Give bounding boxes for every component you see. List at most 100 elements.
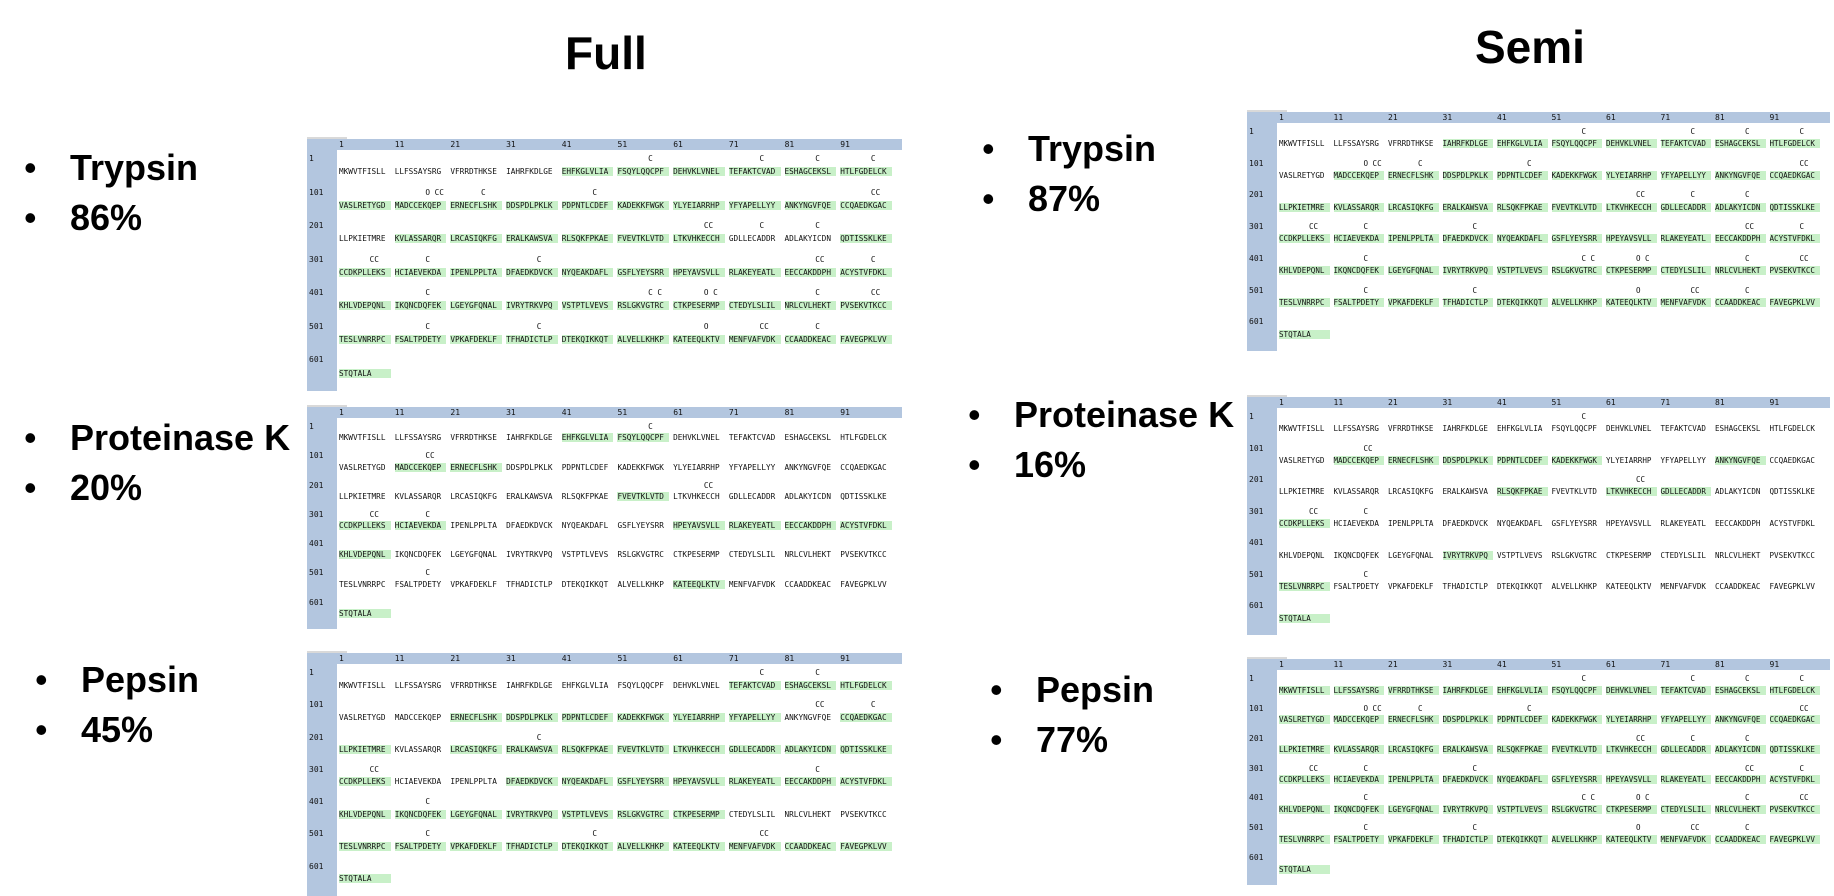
ruler-tick: 41 <box>561 140 572 149</box>
modification-mark: C <box>1363 222 1369 232</box>
ruler-tick: 11 <box>394 140 405 149</box>
modification-mark: C <box>592 187 598 197</box>
residue-group: HCIAEVEKDA <box>1333 234 1384 244</box>
residue-group: NRLCVLHEKT <box>1715 266 1766 276</box>
residue-group: HCIAEVEKDA <box>394 267 447 277</box>
residue-group: IPENLPPLTA <box>450 267 503 277</box>
ruler-tick: 71 <box>1660 398 1671 407</box>
residue-group: KHLVDEPQNL <box>339 301 391 311</box>
residue-group: VFRRDTHKSE <box>1388 685 1439 695</box>
residue-group: ERNECFLSHK <box>450 200 503 210</box>
ruler-tick: 71 <box>728 408 739 417</box>
ruler-tick: 31 <box>1442 113 1453 122</box>
full-pepsin-bullets: Pepsin 45% <box>35 655 199 755</box>
sequence-row: STQTALA <box>339 874 395 884</box>
residue-group: RSLGKVGTRC <box>617 809 670 819</box>
residue-group: DFAEDKDVCK <box>1442 234 1493 244</box>
row-number: 1 <box>1249 412 1254 421</box>
ruler-tick: 91 <box>840 140 850 149</box>
residue-group: HPEYAVSVLL <box>673 777 725 787</box>
residue-group: ESHAGCEKSL <box>784 167 837 177</box>
residue-group: DDSPDLPKLK <box>1442 715 1493 725</box>
residue-group: TESLVNRRPC <box>339 334 391 344</box>
residue-group: FSALTPDETY <box>1333 297 1384 307</box>
sequence-row: STQTALA <box>339 368 395 378</box>
residue-group: CCAADDKEAC <box>1715 582 1761 592</box>
ruler-tick: 91 <box>840 408 850 417</box>
residue-group: IKQNCDQFEK <box>394 550 442 560</box>
row-number-gutter <box>307 664 337 896</box>
residue-group: MKWVTFISLL <box>339 167 386 177</box>
residue-group: CTEDYLSLIL <box>1660 804 1711 814</box>
modification-mark: C <box>1472 285 1478 295</box>
residue-group: GSFLYEYSRR <box>1551 234 1602 244</box>
ruler-tick: 31 <box>506 140 516 149</box>
modification-mark: CC <box>369 509 379 519</box>
residue-group: LLPKIETMRE <box>339 745 391 755</box>
ruler-tick: 51 <box>1551 660 1562 669</box>
residue-group: MADCCEKQEP <box>1333 455 1384 465</box>
residue-group: ADLAKYICDN <box>1715 202 1766 212</box>
modification-mark: C <box>1363 506 1369 516</box>
residue-group: FAVEGPKLVV <box>840 334 892 344</box>
full-pepsin-enzyme: Pepsin <box>35 655 199 705</box>
residue-group: CTKPESERMP <box>673 809 725 819</box>
residue-group: LLFSSAYSRG <box>1333 139 1379 149</box>
residue-group: EECCAKDDPH <box>1715 518 1761 528</box>
residue-group: IKQNCDQFEK <box>1333 550 1379 560</box>
residue-group: MENFVAFVDK <box>728 579 776 589</box>
residue-group: MENFVAFVDK <box>1660 297 1711 307</box>
panel-top-border <box>307 405 347 407</box>
residue-group: FVEVTKLVTD <box>1551 202 1602 212</box>
residue-group: MADCCEKQEP <box>394 462 447 472</box>
row-number: 201 <box>1249 475 1264 485</box>
row-number: 501 <box>1249 569 1264 579</box>
residue-group: NYQEAKDAFL <box>1497 234 1548 244</box>
row-number: 601 <box>309 597 324 607</box>
residue-group: LLFSSAYSRG <box>394 680 442 690</box>
residue-group: ERNECFLSHK <box>1388 715 1439 725</box>
modification-mark: C <box>1472 763 1478 773</box>
residue-group: GSFLYEYSRR <box>1551 518 1597 528</box>
modification-mark: O C <box>1635 253 1650 263</box>
row-number: 501 <box>309 568 324 578</box>
ruler-tick: 31 <box>506 408 516 417</box>
row-number: 201 <box>1249 190 1264 200</box>
residue-group: IKQNCDQFEK <box>1333 266 1384 276</box>
residue-group: KADEKKFWGK <box>617 200 670 210</box>
residue-group: FSALTPDETY <box>394 841 447 851</box>
row-number: 601 <box>1249 317 1264 327</box>
residue-group: KVLASSARQR <box>1333 745 1384 755</box>
ruler-tick: 91 <box>1769 113 1780 122</box>
residue-group: MKWVTFISLL <box>1279 685 1330 695</box>
residue-group: IKQNCDQFEK <box>394 809 447 819</box>
modification-mark: O CC <box>1363 158 1382 168</box>
residue-group: VASLRETYGD <box>1279 715 1330 725</box>
residue-group: CCDKPLLEKS <box>1279 234 1330 244</box>
semi-proteinasek-coverage: 16% <box>968 440 1234 490</box>
ruler-tick: 91 <box>840 654 850 663</box>
modification-mark: C <box>1417 158 1423 168</box>
residue-group: YLYEIARRHP <box>673 462 720 472</box>
modification-mark: C <box>425 254 430 264</box>
residue-group: ADLAKYICDN <box>784 745 837 755</box>
modification-mark: C <box>1581 674 1587 683</box>
residue-group: YLYEIARRHP <box>1606 715 1657 725</box>
modification-mark: C <box>1744 285 1750 295</box>
residue-group: ADLAKYICDN <box>784 234 831 244</box>
ruler-tick: 31 <box>1442 398 1453 407</box>
modification-mark: CC <box>870 288 881 298</box>
ruler-tick: 51 <box>1551 398 1562 407</box>
residue-group: KHLVDEPQNL <box>1279 550 1325 560</box>
residue-group: KATEEQLKTV <box>1606 582 1652 592</box>
modification-mark: C <box>870 154 876 163</box>
row-number-gutter <box>1247 123 1277 351</box>
residue-group: RLSQKFPKAE <box>1497 202 1548 212</box>
residue-group: YLYEIARRHP <box>1606 171 1657 181</box>
residue-group: LLFSSAYSRG <box>394 433 442 443</box>
residue-group: CCQAEDKGAC <box>840 712 892 722</box>
ruler-tick: 61 <box>673 408 683 417</box>
residue-group: GDLLECADDR <box>1660 487 1711 497</box>
